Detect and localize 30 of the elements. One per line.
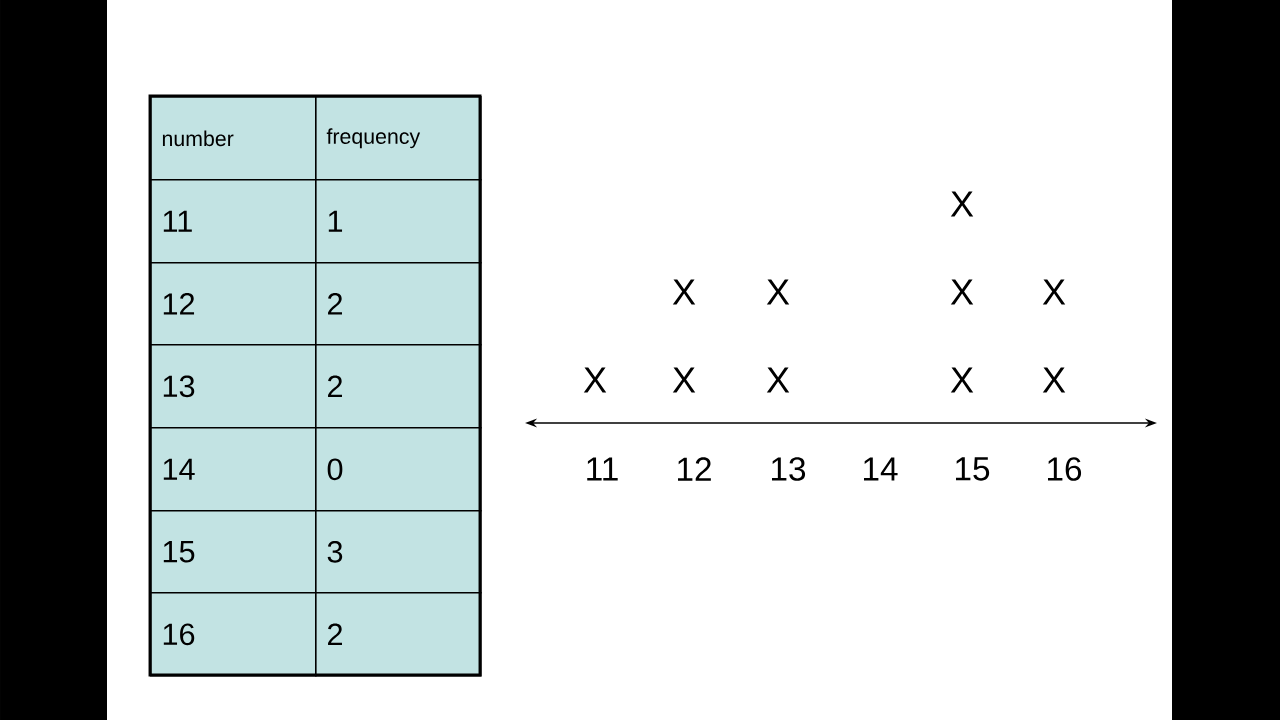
x-mark: X	[950, 191, 974, 217]
x-mark: X	[766, 279, 790, 305]
table-cell: 14	[150, 427, 317, 512]
x-mark: X	[766, 367, 790, 393]
table-cell: 2	[315, 592, 482, 677]
table-cell: 12	[150, 262, 317, 346]
table-cell: 0	[315, 427, 482, 512]
table-cell: 2	[315, 344, 482, 429]
table-cell: 3	[315, 510, 482, 594]
tick-label: 14	[864, 457, 898, 481]
tick-label: 11	[587, 457, 618, 481]
table-cell: 11	[150, 179, 317, 264]
tick-label: 15	[956, 457, 990, 481]
x-mark: X	[1042, 367, 1066, 393]
table-cell: 1	[315, 179, 482, 264]
table-cell: 16	[150, 592, 317, 677]
x-mark: X	[672, 367, 696, 393]
x-mark: X	[672, 279, 696, 305]
x-mark: X	[1042, 279, 1066, 305]
x-mark: X	[950, 279, 974, 305]
tick-label: 12	[678, 457, 711, 481]
table-cell: frequency	[315, 96, 482, 181]
table-cell: 15	[150, 510, 317, 594]
x-mark: X	[583, 367, 607, 393]
x-mark: X	[950, 367, 974, 393]
table-cell: 13	[150, 344, 317, 429]
tick-label: 13	[772, 457, 806, 481]
tick-label: 16	[1048, 457, 1082, 481]
table-cell: 2	[315, 262, 482, 346]
table-cell: number	[150, 96, 317, 181]
